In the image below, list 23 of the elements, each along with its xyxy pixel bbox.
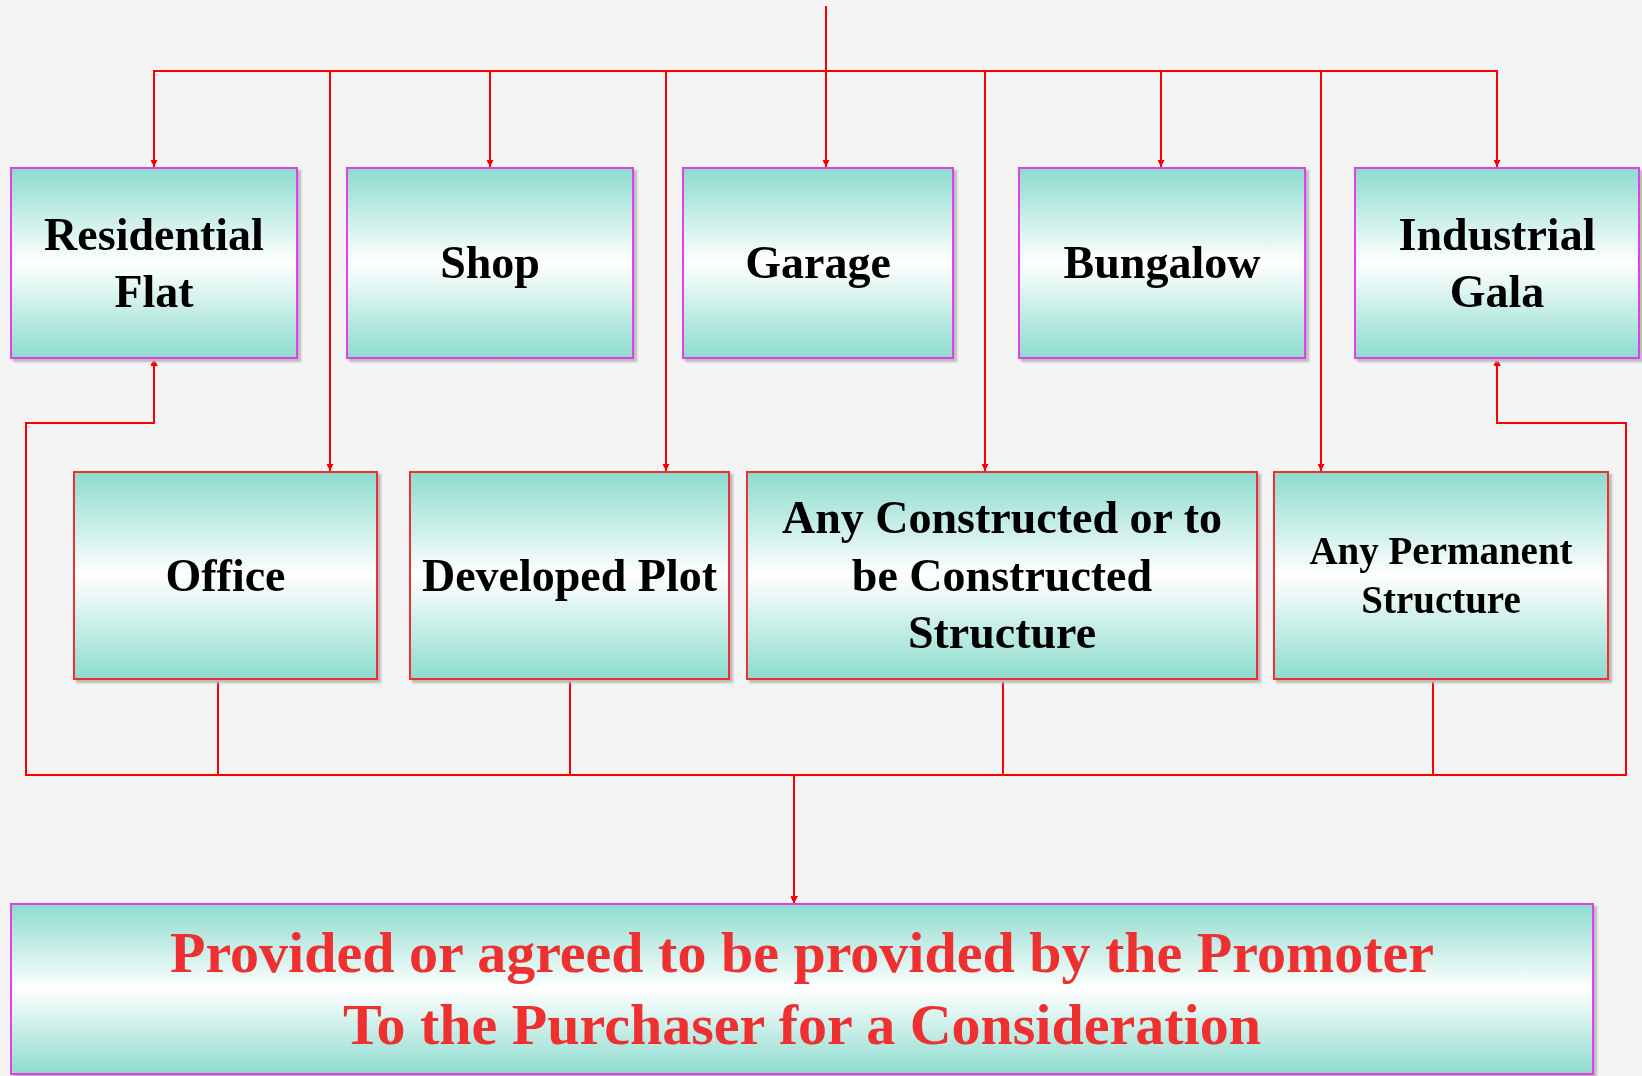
- box-label: Shop: [440, 236, 540, 291]
- category-box: [1354, 167, 1640, 359]
- category-box: [682, 167, 954, 359]
- box-label: Residential Flat: [43, 207, 265, 319]
- box-label: Industrial Gala: [1397, 207, 1597, 319]
- category-box: [1273, 471, 1609, 680]
- conclusion-box: [10, 903, 1594, 1075]
- box-label: Developed Plot: [421, 548, 718, 603]
- category-box: [73, 471, 378, 680]
- box-label: Office: [165, 548, 286, 603]
- category-box: [10, 167, 298, 359]
- box-label: Any Constructed or to be Constructed Structure: [781, 491, 1223, 661]
- box-label: To the Purchaser for a Consideration: [343, 991, 1261, 1059]
- box-label: Bungalow: [1063, 236, 1261, 291]
- arrow: [825, 5, 1325, 472]
- box-label: Garage: [745, 236, 891, 291]
- category-box: [746, 471, 1258, 680]
- category-box: [1018, 167, 1306, 359]
- category-box: [409, 471, 730, 680]
- arrow: [1432, 358, 1627, 776]
- box-label: Any Permanent Structure: [1308, 527, 1574, 623]
- category-box: [346, 167, 634, 359]
- box-label: Provided or agreed to be provided by the Promoter: [169, 918, 1435, 987]
